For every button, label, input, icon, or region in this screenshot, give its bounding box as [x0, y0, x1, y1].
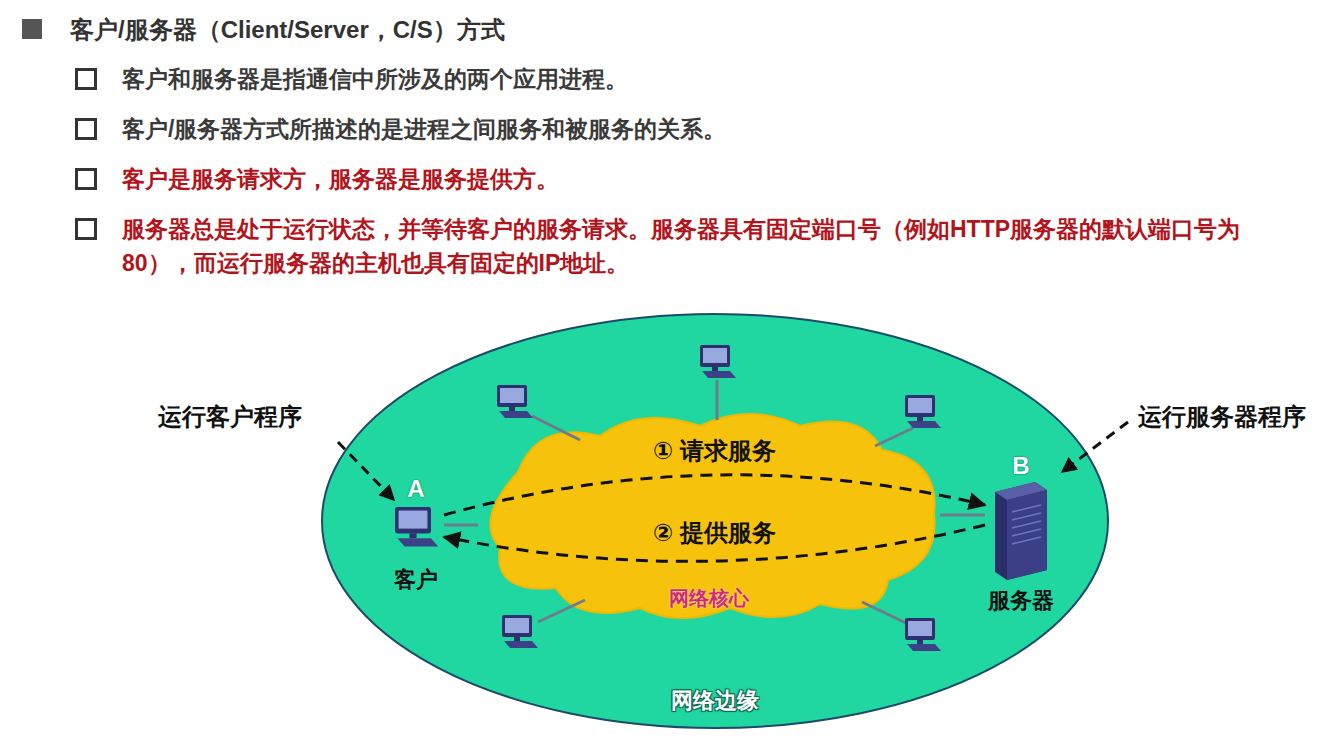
client-host: A 客户: [388, 475, 444, 593]
edge-label: ① 请求服务: [653, 435, 776, 467]
bullet-text: 服务器总是处于运行状态，并等待客户的服务请求。服务器具有固定端口号（例如HTTP…: [122, 212, 1302, 280]
callout-text: 运行客户程序: [158, 400, 302, 434]
node-text: 网络边缘: [671, 688, 759, 714]
node-text: 客户: [394, 567, 438, 593]
edge-label: ② 提供服务: [653, 517, 776, 549]
node-text: 服务器: [988, 588, 1054, 614]
checkbox: [75, 118, 97, 140]
slide-title: 客户/服务器（Client/Server，C/S）方式: [70, 14, 505, 46]
checkbox: [75, 168, 97, 190]
host-computer: [905, 395, 941, 428]
host-computer: [905, 618, 941, 651]
service-arrow: [444, 475, 985, 515]
host-letter: A: [407, 475, 424, 504]
host-computer: [502, 615, 538, 648]
host-computer: [497, 385, 533, 418]
server-host: B 服务器: [985, 452, 1057, 614]
network-core-cloud: 网络核心: [478, 402, 940, 626]
access-link: [444, 524, 478, 527]
title-square: [22, 19, 42, 39]
access-link: [532, 380, 913, 624]
callout-text: 运行服务器程序: [1138, 400, 1306, 434]
bullet-text: 客户/服务器方式所描述的是进程之间服务和被服务的关系。: [122, 112, 726, 146]
bullet-text: 客户是服务请求方，服务器是服务提供方。: [122, 162, 559, 196]
leader-arrow: [1062, 422, 1128, 472]
bullet-text: 客户和服务器是指通信中所涉及的两个应用进程。: [122, 62, 628, 96]
leader-arrow: [338, 442, 394, 500]
checkbox: [75, 68, 97, 90]
host-computer: [700, 345, 736, 378]
access-link: [940, 514, 985, 517]
host-letter: B: [1012, 452, 1029, 481]
node-text: 网络核心: [669, 586, 749, 610]
checkbox: [75, 218, 97, 240]
